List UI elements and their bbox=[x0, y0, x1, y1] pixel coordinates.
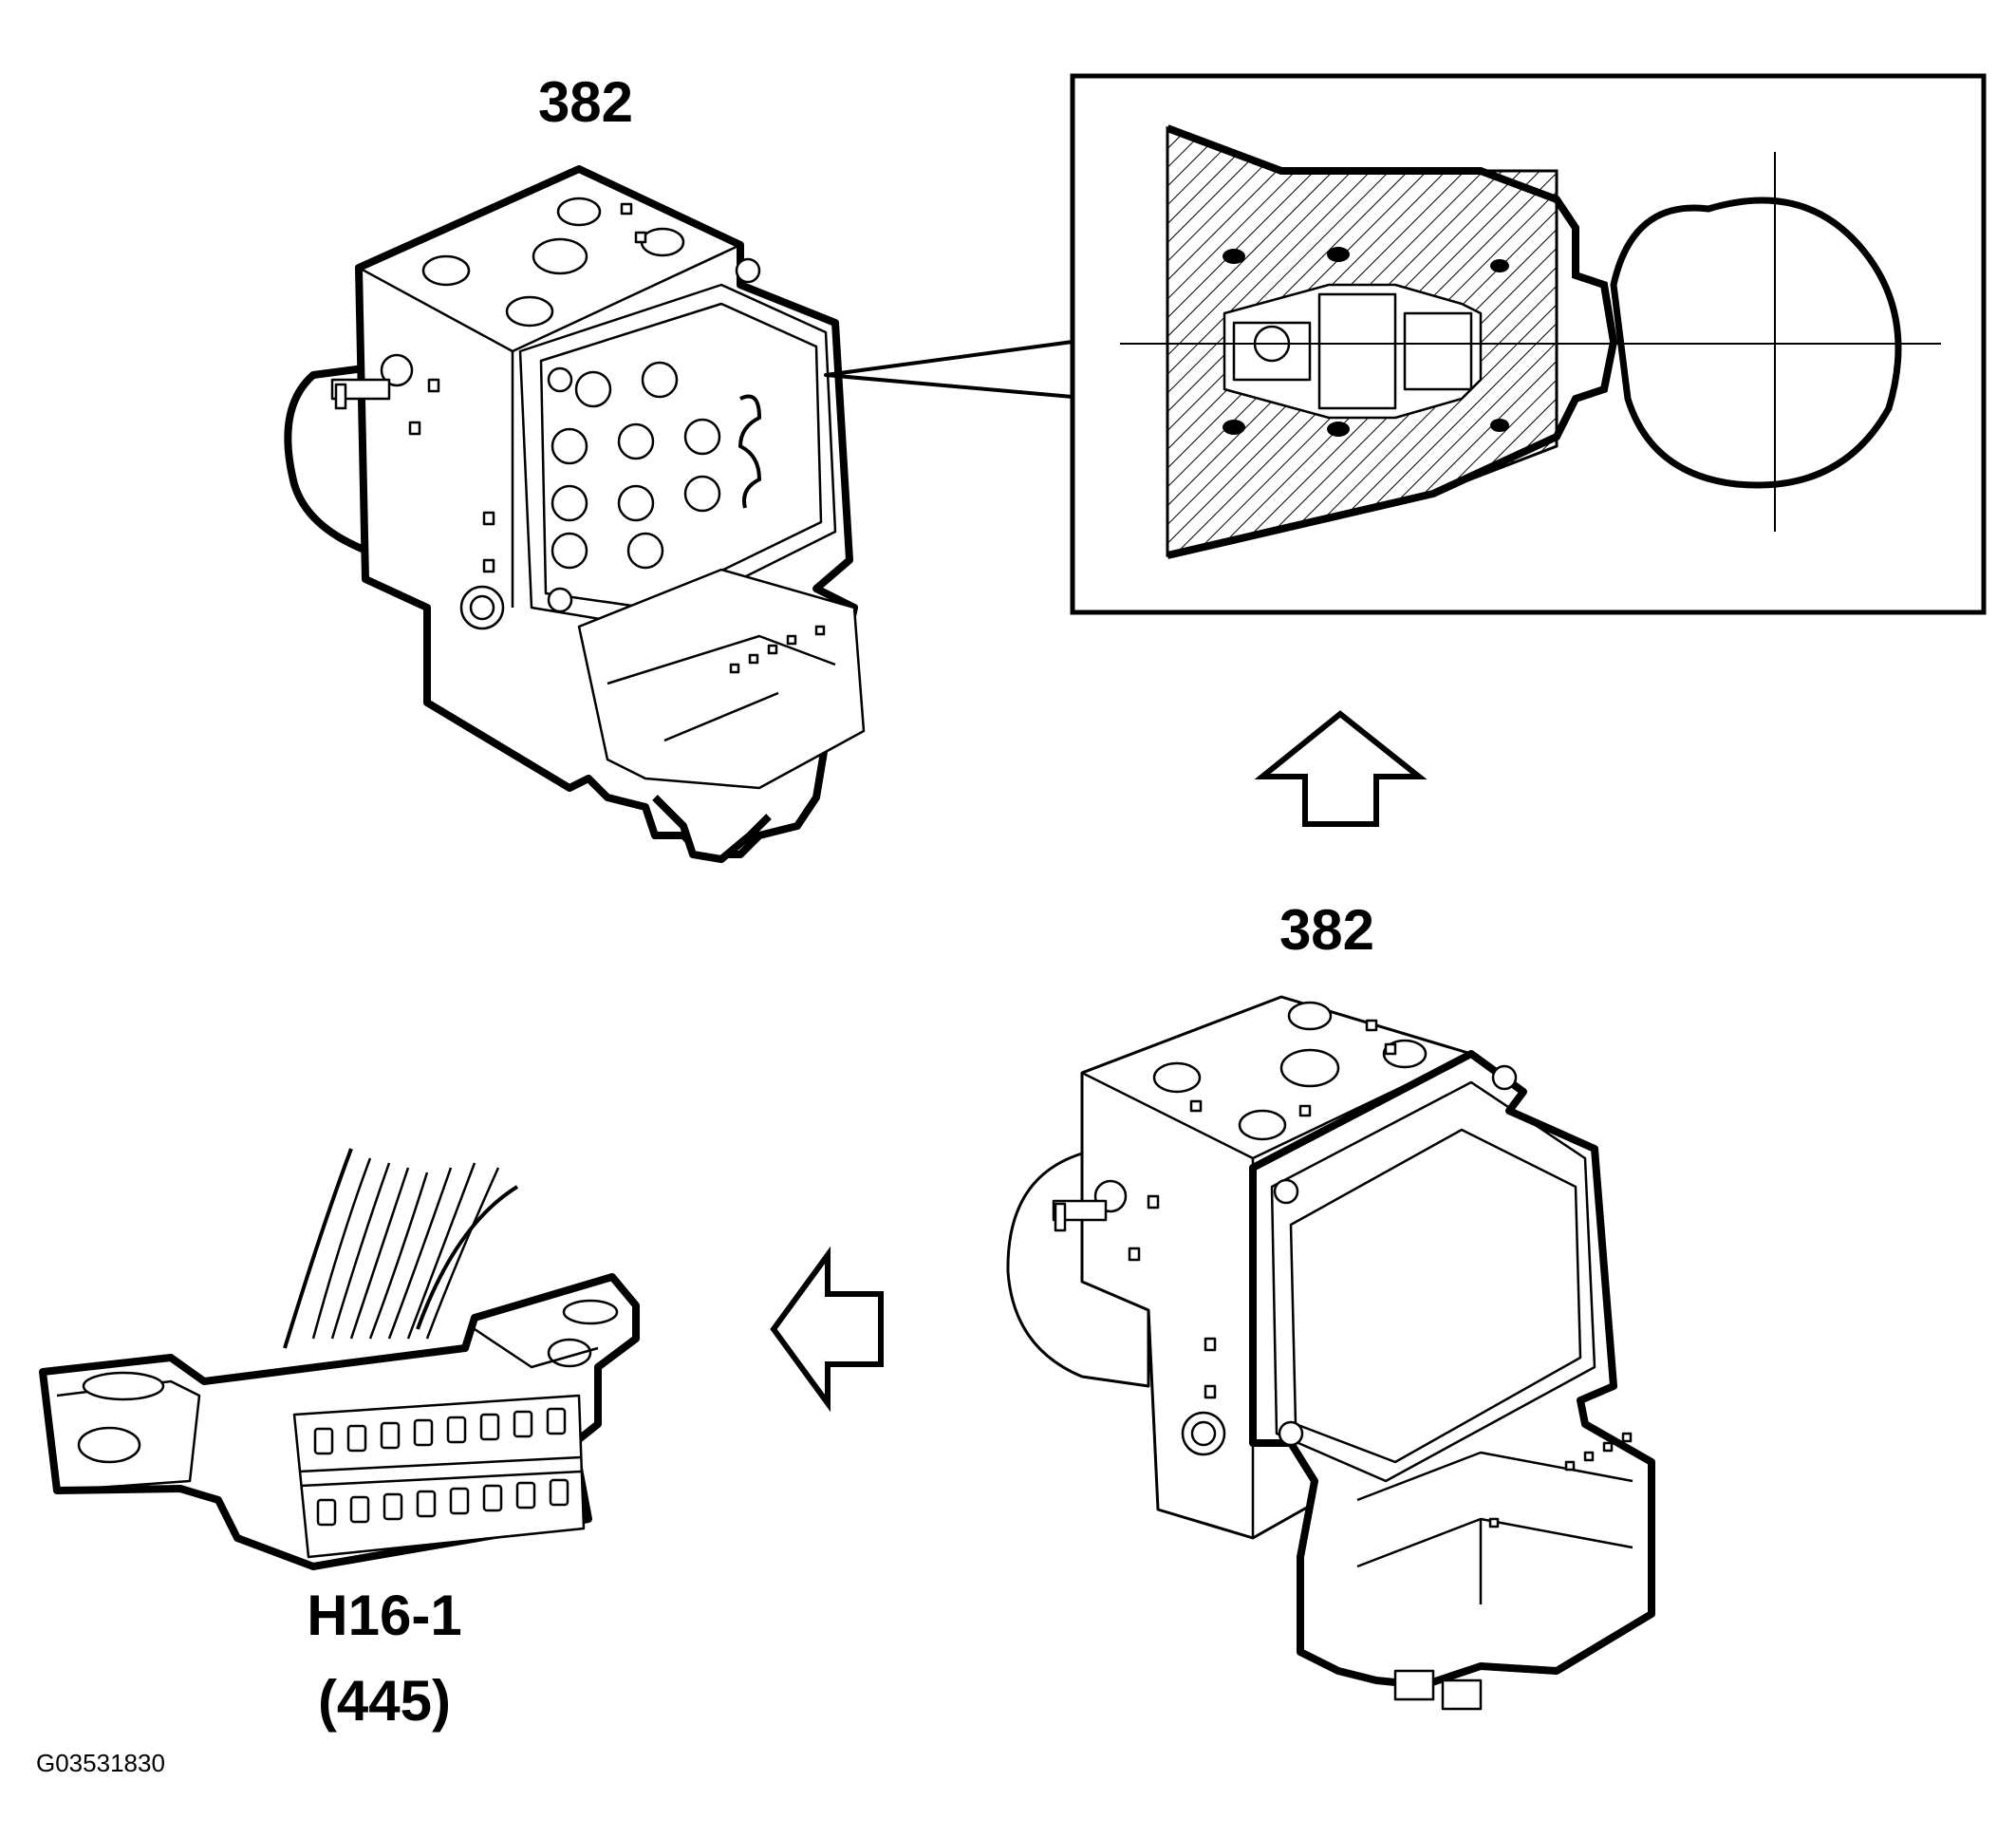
label-top-module: 382 bbox=[538, 70, 633, 134]
label-connector-id: H16-1 bbox=[307, 1584, 461, 1647]
figure-id: G03531830 bbox=[36, 1749, 165, 1777]
solenoid-coils bbox=[551, 361, 721, 570]
arrow-left bbox=[770, 1246, 884, 1413]
connector-wires bbox=[283, 1148, 519, 1349]
label-bottom-module: 382 bbox=[1279, 898, 1374, 962]
arrow-up bbox=[1254, 710, 1428, 827]
valve-detail-callout bbox=[1070, 73, 1987, 615]
label-connector-number: (445) bbox=[318, 1669, 451, 1733]
connector-pins bbox=[313, 1407, 569, 1527]
data-link-connector-illustration bbox=[39, 1148, 640, 1570]
abs-module-bottom-illustration bbox=[1006, 995, 1655, 1711]
abs-module-top-illustration bbox=[284, 165, 1074, 863]
